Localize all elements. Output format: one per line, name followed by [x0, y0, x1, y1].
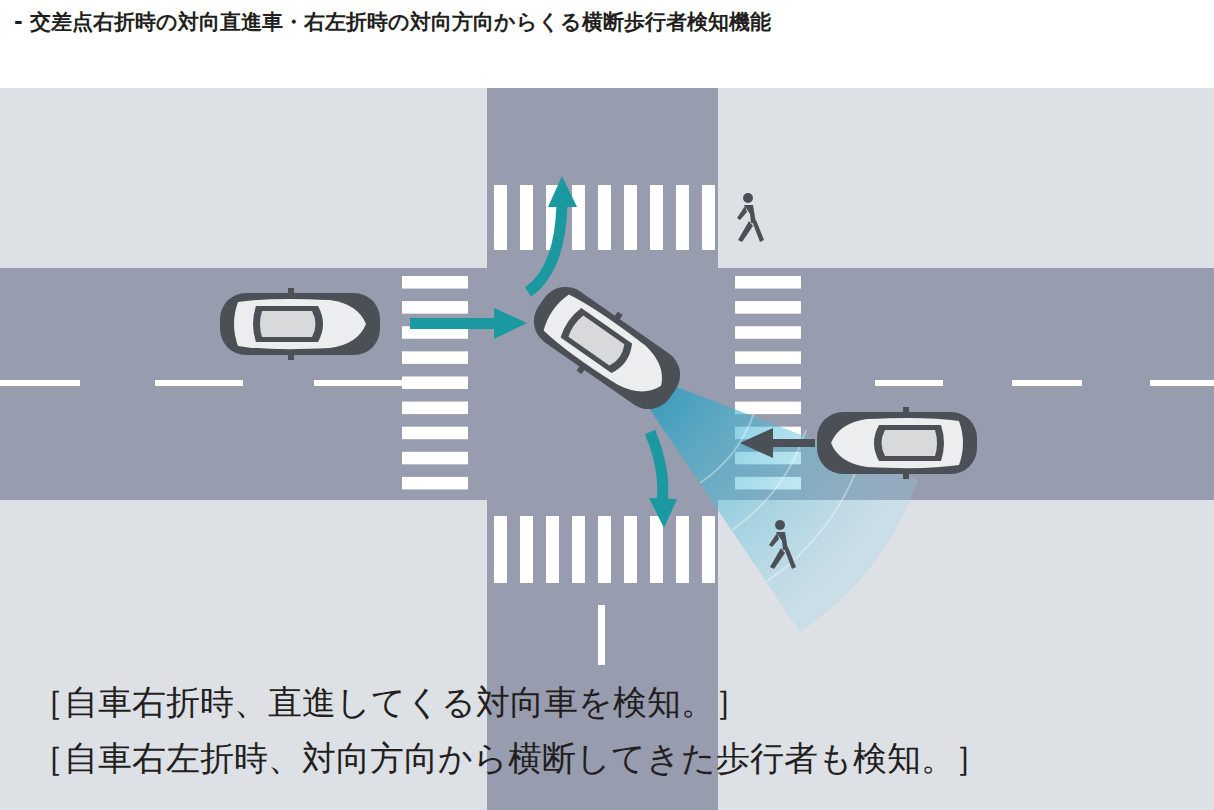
crosswalk-stripe: [624, 516, 637, 583]
crosswalk-stripe: [650, 516, 663, 583]
crosswalk-stripe: [702, 185, 715, 250]
crosswalk-stripe: [598, 185, 611, 250]
crosswalk-stripe: [494, 185, 507, 250]
crosswalk-stripe: [735, 301, 801, 314]
crosswalk-stripe: [402, 301, 468, 314]
crosswalk-stripe: [402, 452, 468, 465]
crosswalk-stripe: [520, 516, 533, 583]
crosswalk-stripe: [402, 427, 468, 440]
crosswalk-stripe: [735, 326, 801, 339]
crosswalk-stripe: [650, 185, 663, 250]
crosswalk-stripe: [735, 276, 801, 289]
caption-line: ［自車右折時、直進してくる対向車を検知。］: [30, 680, 749, 726]
crosswalk-stripe: [402, 402, 468, 415]
crosswalk-stripe: [735, 402, 801, 415]
crosswalk-stripe: [572, 516, 585, 583]
crosswalk-stripe: [546, 516, 559, 583]
crosswalk-stripe: [702, 516, 715, 583]
diagram-title: - 交差点右折時の対向直進車・右左折時の対向方向からくる横断歩行者検知機能: [14, 8, 771, 36]
crosswalk-stripe: [735, 376, 801, 389]
caption-line: ［自車右左折時、対向方向から横断してきた歩行者も検知。］: [30, 736, 989, 782]
crosswalk-stripe: [676, 185, 689, 250]
crosswalk-stripe: [402, 351, 468, 364]
crosswalk-stripe: [676, 516, 689, 583]
crosswalk-stripe: [735, 351, 801, 364]
crosswalk-stripe: [494, 516, 507, 583]
crosswalk-stripe: [402, 276, 468, 289]
crosswalk-stripe: [520, 185, 533, 250]
crosswalk-stripe: [598, 516, 611, 583]
crosswalk-stripe: [624, 185, 637, 250]
crosswalk-stripe: [402, 376, 468, 389]
crosswalk-stripe: [572, 185, 585, 250]
crosswalk-stripe: [402, 477, 468, 490]
